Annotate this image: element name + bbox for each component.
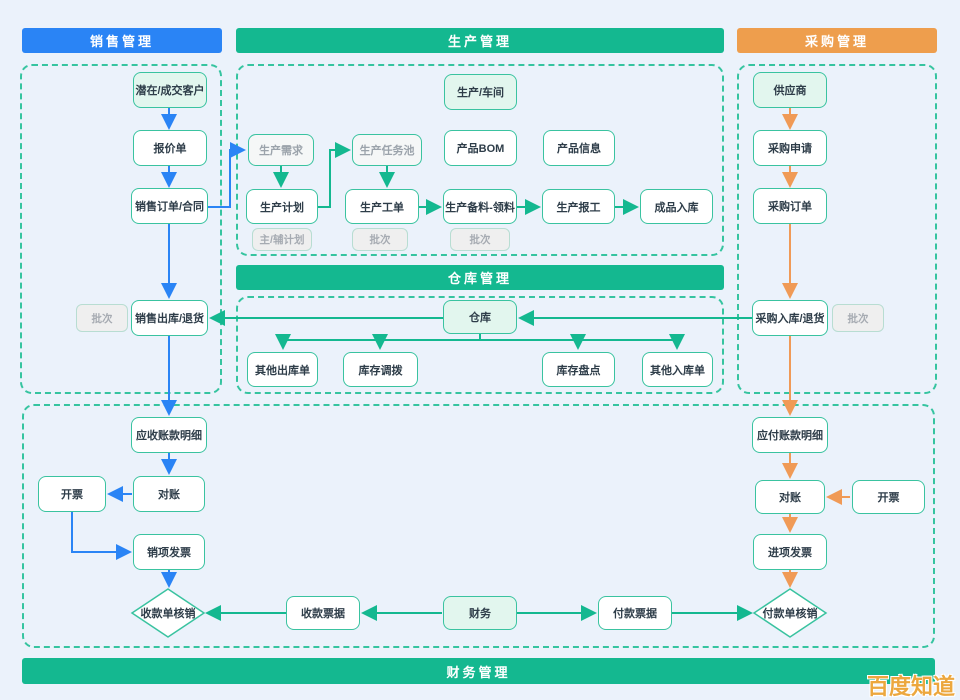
node-payable-reconcile: 对账 [755,480,825,514]
node-other-inbound: 其他入库单 [642,352,713,387]
node-sales-order: 销售订单/合同 [131,188,208,224]
finance-header: 财务管理 [22,658,935,684]
node-finished-inbound: 成品入库 [640,189,713,224]
node-warehouse: 仓库 [443,300,517,334]
node-input-invoice: 进项发票 [753,534,827,570]
node-receipt-writeoff: 收款单核销 [140,608,196,620]
node-sales-invoice: 销项发票 [133,534,205,570]
tag-plan-type: 主/辅计划 [252,228,312,251]
node-quotation: 报价单 [133,130,207,166]
production-header: 生产管理 [236,28,724,53]
node-sales-outbound: 销售出库/退货 [131,300,208,336]
node-sales-customer: 潜在/成交客户 [133,72,207,108]
node-receivable-invoice: 开票 [38,476,106,512]
node-purchase-order: 采购订单 [753,188,827,224]
node-receipt-note: 收款票据 [286,596,360,630]
finance-zone [22,404,935,648]
tag-work-order-batch: 批次 [352,228,408,251]
node-production-demand: 生产需求 [248,134,314,166]
node-stock-transfer: 库存调拨 [343,352,418,387]
node-stock-check: 库存盘点 [542,352,615,387]
node-payable-invoice: 开票 [852,480,925,514]
node-receivable-reconcile: 对账 [133,476,205,512]
node-purchase-request: 采购申请 [753,130,827,166]
tag-sales-batch: 批次 [76,304,128,332]
tag-material-batch: 批次 [450,228,510,251]
node-other-outbound: 其他出库单 [247,352,318,387]
warehouse-zone [236,296,724,394]
node-production-plan: 生产计划 [246,189,318,224]
procurement-header: 采购管理 [737,28,937,53]
node-payment-writeoff: 付款单核销 [762,608,818,620]
procurement-zone [737,64,937,394]
node-purchase-inbound: 采购入库/退货 [752,300,828,336]
warehouse-header: 仓库管理 [236,265,724,290]
node-material-prep: 生产备料-领料 [443,189,517,224]
node-product-bom: 产品BOM [444,130,517,166]
tag-purchase-batch: 批次 [832,304,884,332]
sales-header: 销售管理 [22,28,222,53]
node-work-order: 生产工单 [345,189,419,224]
node-product-info: 产品信息 [543,130,615,166]
node-payable-detail: 应付账款明细 [752,417,828,453]
node-supplier: 供应商 [753,72,827,108]
baidu-zhidao-watermark: 百度知道 [867,674,956,699]
node-task-pool: 生产任务池 [352,134,422,166]
node-production-report: 生产报工 [542,189,615,224]
node-payment-note: 付款票据 [598,596,672,630]
node-workshop: 生产/车间 [444,74,517,110]
sales-zone [20,64,222,394]
node-finance-center: 财务 [443,596,517,630]
node-receivable-detail: 应收账款明细 [131,417,207,453]
